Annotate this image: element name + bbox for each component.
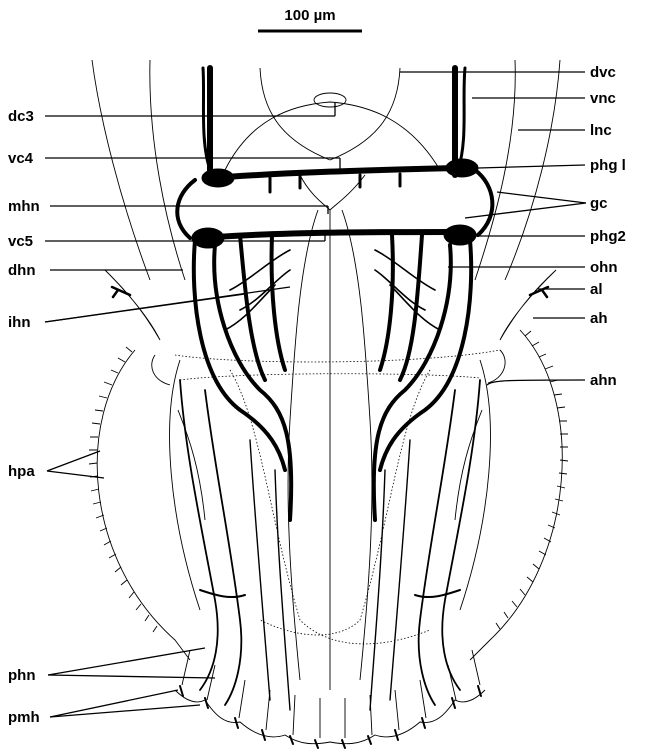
label-hpa: hpa: [8, 463, 35, 480]
body-outline: [92, 60, 562, 660]
scale-bar: 100 µm: [258, 7, 362, 31]
haptoral-spines: [89, 331, 568, 632]
label-vnc: vnc: [590, 90, 616, 107]
label-dvc: dvc: [590, 64, 616, 81]
label-phg2: phg2: [590, 228, 626, 245]
anchors: [105, 270, 556, 340]
label-ah: ah: [590, 310, 608, 327]
ganglion-phg1-right: [446, 159, 478, 177]
commissures: [177, 159, 492, 248]
nerve-cords: [203, 68, 465, 175]
label-vc5: vc5: [8, 233, 33, 250]
label-ahn: ahn: [590, 372, 617, 389]
label-pmh: pmh: [8, 709, 40, 726]
ganglion-phg1-left: [202, 169, 234, 187]
label-dc3: dc3: [8, 108, 34, 125]
label-lnc: lnc: [590, 122, 612, 139]
label-phn: phn: [8, 667, 36, 684]
label-ihn: ihn: [8, 314, 31, 331]
label-dhn: dhn: [8, 262, 36, 279]
scale-bar-label: 100 µm: [284, 7, 335, 24]
label-phg1: phg l: [590, 157, 626, 174]
label-ohn: ohn: [590, 259, 618, 276]
label-al: al: [590, 281, 603, 298]
label-vc4: vc4: [8, 150, 34, 167]
label-mhn: mhn: [8, 198, 40, 215]
ganglion-phg2-left: [192, 228, 224, 248]
label-gc: gc: [590, 195, 608, 212]
